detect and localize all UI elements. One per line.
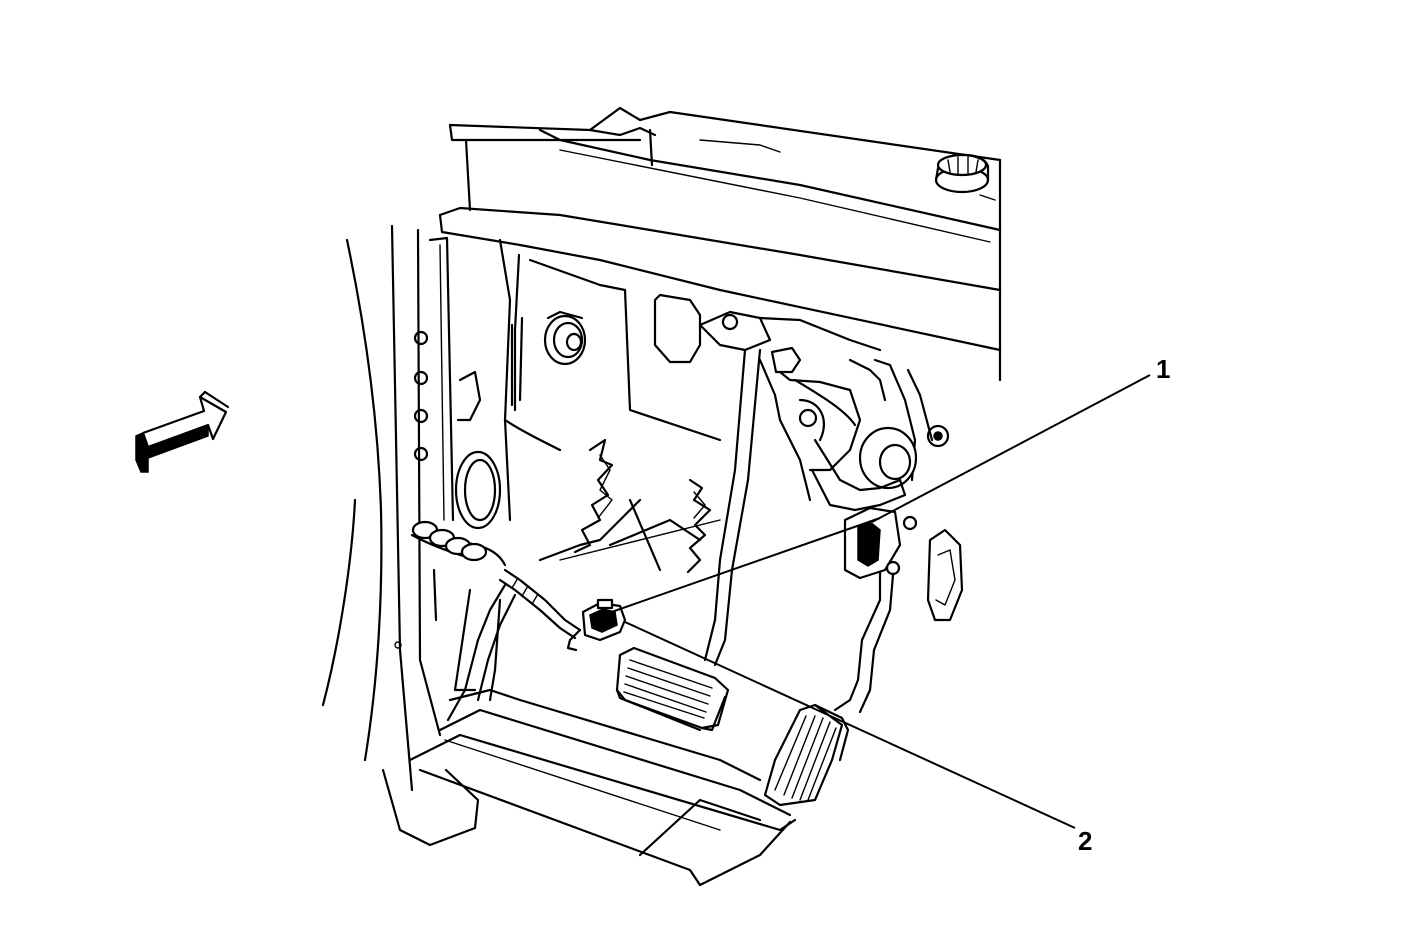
callout-2-label: 2 [1078, 826, 1092, 856]
pedal-sensor-connector [566, 598, 627, 652]
accelerator-pedal [763, 538, 895, 807]
callout-1-leader [871, 374, 1151, 523]
dash-panel [408, 238, 797, 887]
view-direction-arrow-icon [135, 390, 230, 473]
door-pillar [321, 224, 480, 847]
callout-1-leader-lower [599, 517, 881, 617]
callout-1-label: 1 [1156, 354, 1170, 384]
pedal-bracket [698, 310, 934, 580]
callout-2-leader [624, 621, 1076, 829]
access-opening [573, 438, 712, 574]
reservoir-cap [934, 153, 990, 194]
wiring-harness [410, 520, 582, 722]
grommets [454, 293, 964, 622]
leader-lines [599, 374, 1151, 829]
cowl-panel [438, 106, 1002, 382]
